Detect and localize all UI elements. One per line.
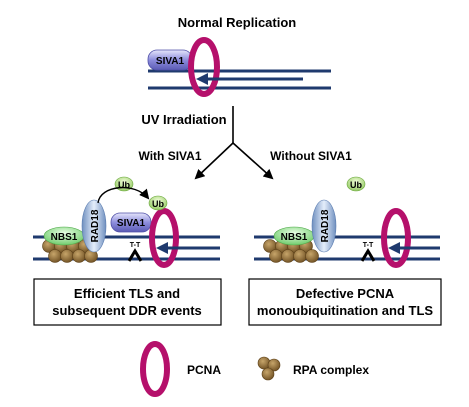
tt-lesion-left: T-T [127,242,143,262]
outcome-right-line1: Defective PCNA [296,286,395,301]
outcome-right-line2: monoubiquitination and TLS [257,303,434,318]
legend: PCNA RPA complex [140,341,369,397]
tt-label-left: T-T [130,242,141,249]
nbs1-label-left: NBS1 [51,232,78,243]
legend-rpa-label: RPA complex [293,363,369,377]
new-strand-arrow-top [196,73,303,85]
ub-label-free-right: Ub [350,180,362,190]
rad18-label-left: RAD18 [90,209,101,242]
left-panel: NBS1 RAD18 SIVA1 T-T Ub Ub [33,176,220,268]
rad18-right: RAD18 [311,199,337,253]
rad18-label-right: RAD18 [320,209,331,242]
title-normal-replication: Normal Replication [178,15,297,30]
siva1-label-left: SIVA1 [117,218,146,229]
with-siva1-label: With SIVA1 [138,149,201,163]
pcna-ring-top [188,37,220,97]
ub-label-attached-left: Ub [152,199,164,209]
nbs1-left: NBS1 [43,226,85,246]
right-panel: NBS1 RAD18 T-T Ub [254,176,440,268]
outcome-left-line2: subsequent DDR events [52,303,202,318]
pcna-ring-right [381,208,411,268]
outcome-left-line1: Efficient TLS and [74,286,180,301]
ub-label-free-left: Ub [118,180,130,190]
uv-irradiation-label: UV Irradiation [141,112,226,127]
ub-attached-left: Ub [148,195,168,211]
ub-free-right: Ub [346,176,366,192]
dna-top [148,69,331,90]
legend-pcna-label: PCNA [187,363,221,377]
outcome-box-left: Efficient TLS and subsequent DDR events [33,278,222,326]
rad18-left: RAD18 [81,199,107,253]
arrow-without-siva1 [232,142,274,180]
siva1-label-top: SIVA1 [156,56,185,67]
tt-lesion-right: T-T [360,242,376,262]
legend-pcna-icon [140,341,170,397]
arrow-with-siva1 [194,142,234,180]
siva1-left: SIVA1 [110,212,152,233]
pcna-ring-left [149,208,179,268]
nbs1-label-right: NBS1 [281,232,308,243]
nbs1-right: NBS1 [273,226,315,246]
new-strand-arrow-right [388,242,440,254]
tt-label-right: T-T [363,242,374,249]
new-strand-arrow-left [156,242,220,254]
siva1-top: SIVA1 [147,49,193,71]
without-siva1-label: Without SIVA1 [270,149,352,163]
legend-rpa-icon [257,356,281,381]
outcome-box-right: Defective PCNA monoubiquitination and TL… [248,278,442,326]
ubiquitination-arrow [97,186,150,204]
